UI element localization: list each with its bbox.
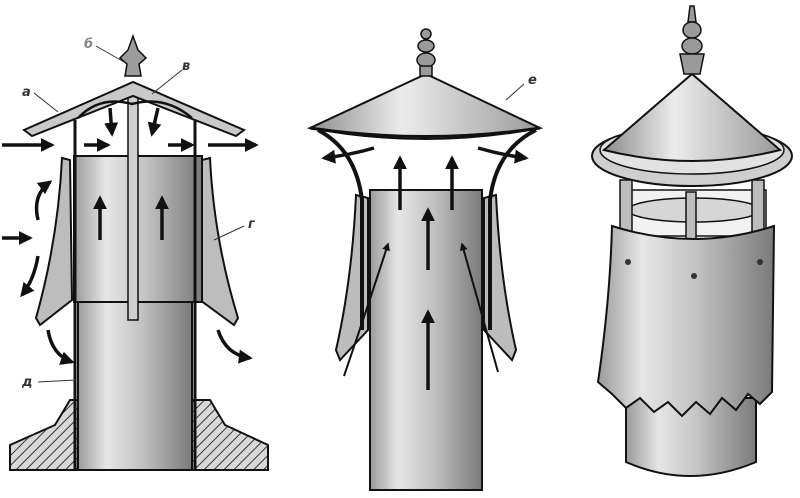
figure-1-cap-section: а б в г д — [2, 33, 269, 471]
label-v: в — [182, 59, 190, 74]
base-flange-left — [9, 399, 79, 471]
inner-brackets — [77, 100, 193, 119]
lower-pipe — [77, 297, 193, 471]
base-flange-right — [191, 399, 269, 471]
cone-cap-2 — [306, 72, 544, 140]
roof — [22, 80, 246, 138]
label-g: г — [248, 217, 256, 232]
label-b: б — [84, 37, 93, 52]
pipe-2 — [369, 189, 483, 491]
airflow-arrows-1 — [2, 107, 259, 365]
finial-2 — [416, 28, 436, 77]
finial-3 — [679, 5, 705, 75]
center-rod — [127, 94, 139, 321]
pipe-3 — [625, 397, 757, 477]
figure-2-cap: е — [306, 28, 544, 491]
finial — [118, 33, 148, 77]
label-e: е — [528, 73, 537, 88]
figure-3-cap — [591, 5, 793, 477]
cone-roof-3 — [601, 72, 783, 162]
skirt-right — [198, 156, 240, 327]
skirt-3 — [596, 224, 776, 418]
skirt-left — [34, 156, 74, 327]
label-d: д — [21, 375, 33, 390]
airflow-arrows-2 — [321, 146, 529, 390]
label-a: а — [22, 85, 31, 100]
